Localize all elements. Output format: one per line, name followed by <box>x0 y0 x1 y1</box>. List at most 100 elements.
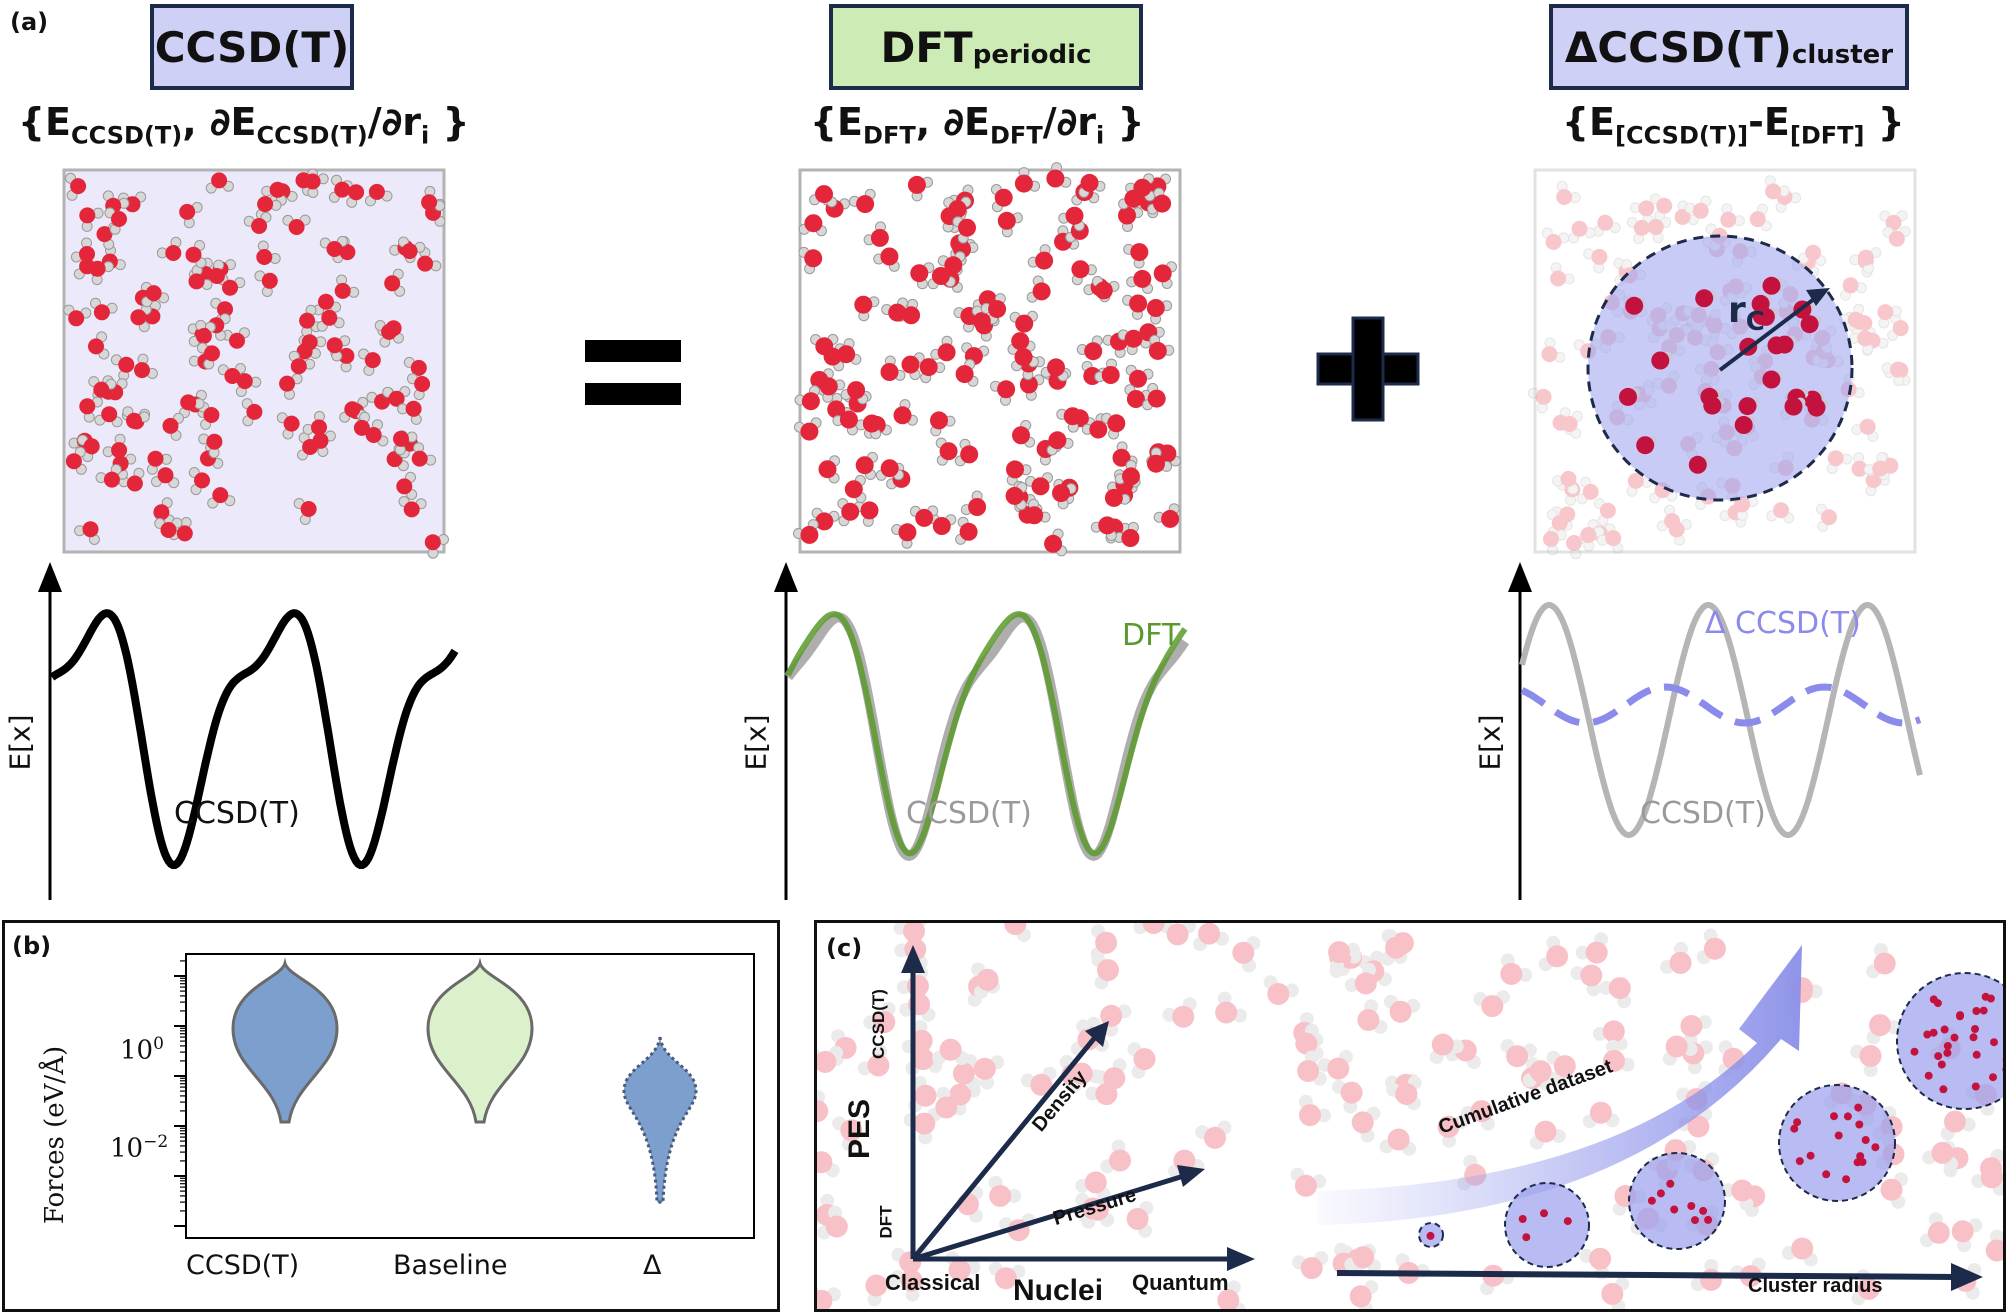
plot-delta-ylabel: E[x] <box>1474 714 1507 770</box>
cluster-atom <box>1687 1202 1695 1210</box>
oxygen-atom <box>1735 416 1753 434</box>
oxygen-atom <box>871 229 889 247</box>
panel-c-frame <box>814 920 2006 1312</box>
oxygen-atom <box>1172 1006 1194 1028</box>
oxygen-atom <box>1648 219 1664 235</box>
oxygen-atom <box>68 310 84 326</box>
oxygen-atom <box>1148 390 1166 408</box>
oxygen-atom <box>977 969 999 991</box>
oxygen-atom <box>1232 942 1254 964</box>
cluster-atom <box>1990 1038 1998 1046</box>
oxygen-atom <box>251 218 267 234</box>
oxygen-atom <box>1656 198 1672 214</box>
plot-ccsdt-curve-label: CCSD(T) <box>174 796 300 831</box>
cluster-atom <box>1844 1112 1852 1120</box>
oxygen-atom <box>940 1039 962 1061</box>
oxygen-atom <box>1580 527 1596 543</box>
oxygen-atom <box>1198 923 1220 945</box>
oxygen-atom <box>815 337 833 355</box>
oxygen-atom <box>1125 330 1143 348</box>
oxygen-atom <box>1776 336 1794 354</box>
oxygen-atom <box>1015 348 1033 366</box>
oxygen-atom <box>412 451 428 467</box>
oxygen-atom <box>988 300 1006 318</box>
oxygen-atom <box>1693 203 1709 219</box>
oxygen-atom <box>1122 467 1140 485</box>
oxygen-atom <box>1006 460 1024 478</box>
oxygen-atom <box>1095 932 1117 954</box>
oxygen-atom <box>127 476 143 492</box>
cluster-atom <box>1939 1085 1947 1093</box>
cluster-atom <box>1980 1007 1988 1015</box>
oxygen-atom <box>1506 1045 1528 1067</box>
oxygen-atom <box>393 431 409 447</box>
oxygen-atom <box>134 362 150 378</box>
oxygen-atom <box>369 184 385 200</box>
cluster-circle <box>1505 1183 1589 1267</box>
oxygen-atom <box>406 401 422 417</box>
oxygen-atom <box>800 423 818 441</box>
oxygen-atom <box>1299 1104 1321 1126</box>
oxygen-atom <box>163 418 179 434</box>
oxygen-atom <box>1084 342 1102 360</box>
oxygen-atom <box>854 296 872 314</box>
plot-delta-label-delta: Δ CCSD(T) <box>1705 606 1861 641</box>
oxygen-atom <box>257 196 273 212</box>
oxygen-atom <box>1134 1048 1156 1070</box>
oxygen-atom <box>880 248 898 266</box>
oxygen-atom <box>1395 1083 1417 1105</box>
oxygen-atom <box>1731 1180 1753 1202</box>
oxygen-atom <box>837 345 855 363</box>
oxygen-atom <box>70 178 86 194</box>
cluster-atom <box>1855 1121 1863 1129</box>
oxygen-atom <box>404 501 420 517</box>
cluster-atom <box>1972 1083 1980 1091</box>
oxygen-atom <box>1877 304 1893 320</box>
oxygen-atom <box>1015 175 1033 193</box>
oxygen-atom <box>1267 983 1289 1005</box>
violin-ccsdt <box>233 963 337 1122</box>
oxygen-atom <box>915 509 933 527</box>
cluster-atom <box>1648 1197 1656 1205</box>
oxygen-atom <box>1297 1060 1319 1082</box>
oxygen-atom <box>1597 215 1613 231</box>
oxygen-atom <box>1535 1121 1557 1143</box>
oxygen-atom <box>1130 243 1148 261</box>
oxygen-atom <box>1765 183 1781 199</box>
axis-nuclei-label: Nuclei <box>1013 1274 1103 1308</box>
oxygen-atom <box>1204 1127 1226 1149</box>
oxygen-atom <box>938 343 956 361</box>
oxygen-atom <box>1328 941 1350 963</box>
chart-b-ylabel: Forces (eV/Å) <box>40 1046 70 1224</box>
oxygen-atom <box>998 212 1016 230</box>
oxygen-atom <box>196 328 212 344</box>
oxygen-atom <box>301 501 317 517</box>
cluster-atom <box>1943 1049 1951 1057</box>
oxygen-atom <box>270 182 286 198</box>
oxygen-atom <box>1881 1179 1903 1201</box>
oxygen-atom <box>1580 965 1602 987</box>
cluster-atom <box>1862 1136 1870 1144</box>
oxygen-atom <box>819 460 837 478</box>
oxygen-atom <box>262 273 278 289</box>
plot-delta-label-ccsdt: CCSD(T) <box>1640 796 1766 831</box>
plot-dft-ylabel: E[x] <box>740 714 773 770</box>
oxygen-atom <box>840 411 858 429</box>
cluster-atom <box>1930 1029 1938 1037</box>
oxygen-atom <box>881 363 899 381</box>
oxygen-atom <box>1601 1283 1623 1305</box>
oxygen-atom <box>1843 277 1859 293</box>
oxygen-atom <box>894 406 912 424</box>
oxygen-atom <box>1147 299 1165 317</box>
oxygen-atom <box>1928 1222 1950 1244</box>
oxygen-atom <box>126 413 142 429</box>
oxygen-atom <box>291 358 307 374</box>
oxygen-atom <box>284 416 300 432</box>
oxygen-atom <box>856 456 874 474</box>
oxygen-atom <box>804 214 822 232</box>
oxygen-atom <box>973 312 991 330</box>
oxygen-atom <box>1860 1045 1882 1067</box>
cluster-atom <box>1670 1206 1678 1214</box>
oxygen-atom <box>1625 297 1643 315</box>
